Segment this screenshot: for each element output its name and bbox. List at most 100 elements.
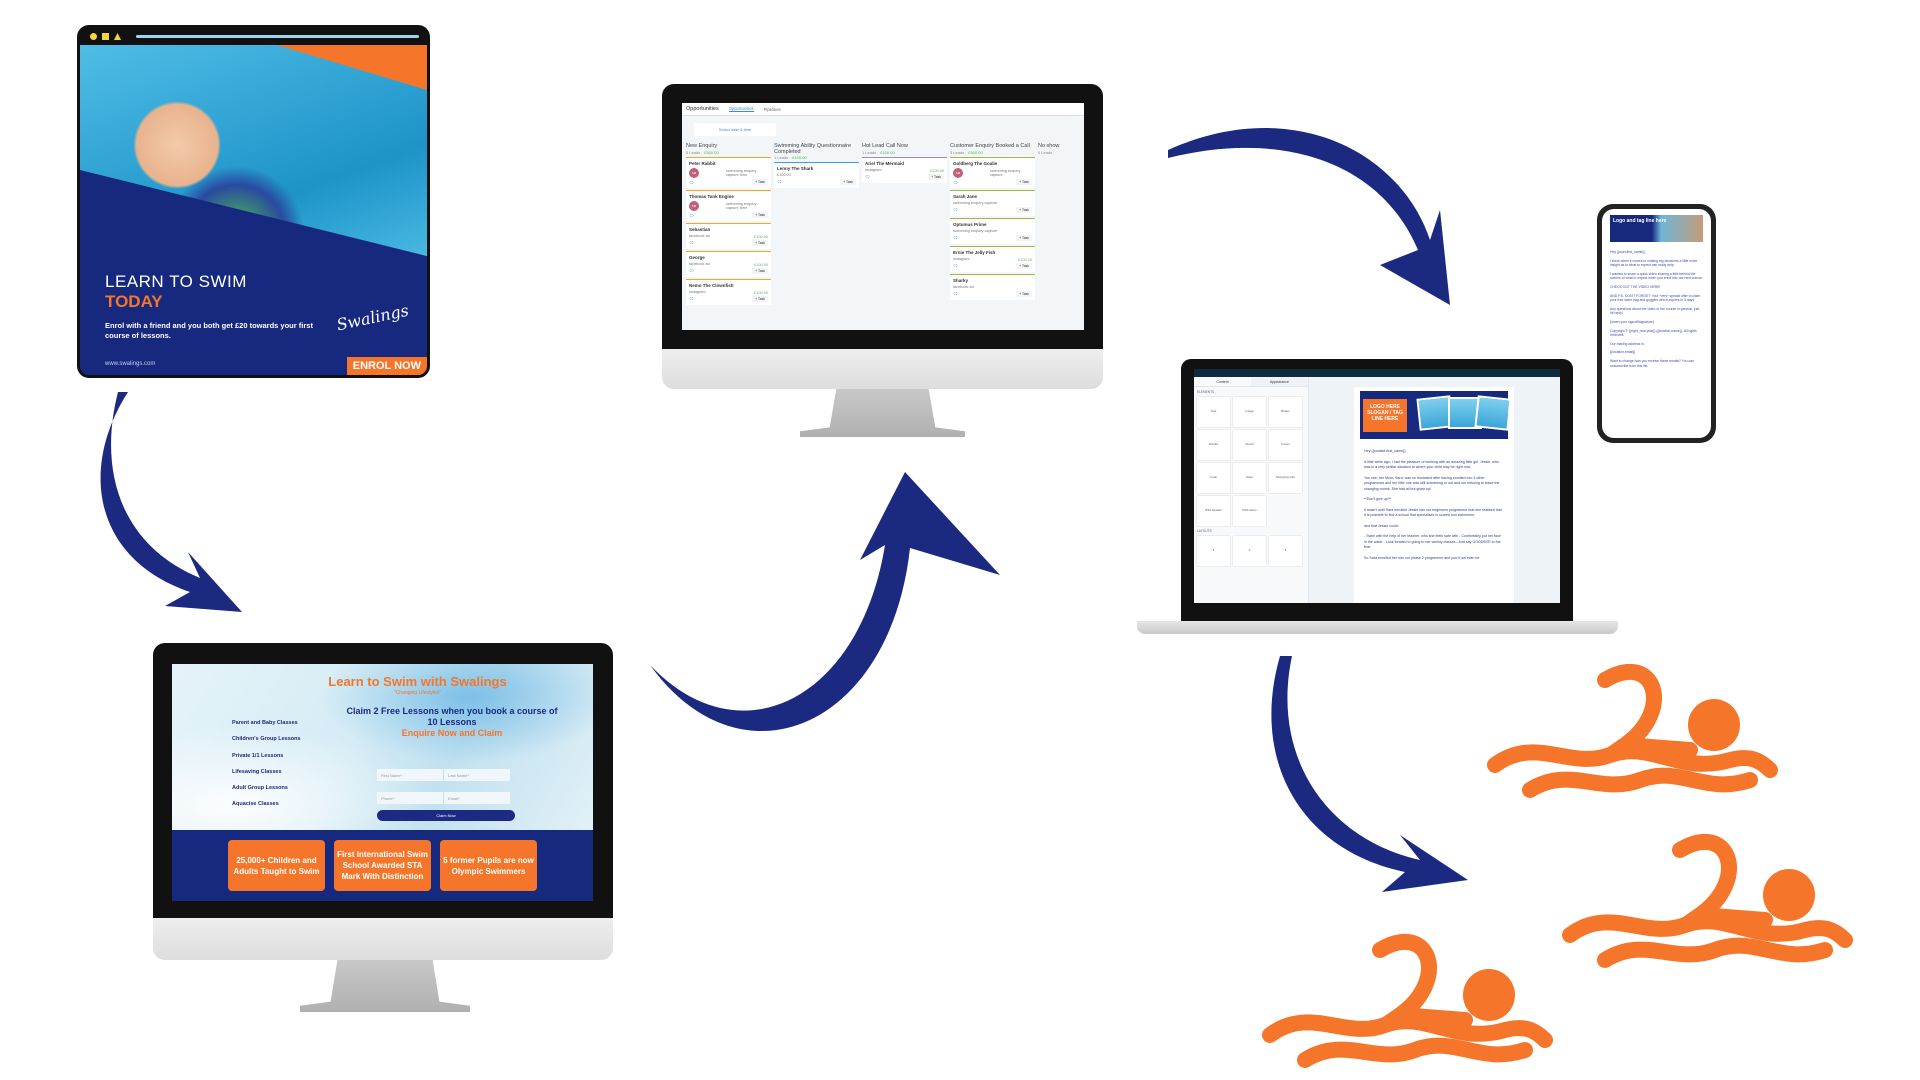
last-name-input[interactable]: Last Name*	[444, 769, 510, 781]
email-paragraph: I wanted to share a quick video sharing …	[1610, 271, 1703, 281]
lead-count: 1 Leads	[862, 150, 877, 155]
card-value: £100.00	[930, 169, 944, 173]
message-icon[interactable]: 🗨	[953, 207, 959, 212]
element-tile[interactable]: Divider	[1197, 430, 1230, 460]
contact-name: Thomas Tank Engine	[689, 194, 734, 199]
enrol-now-button[interactable]: ENROL NOW	[346, 357, 427, 375]
column-meta: 1 Leads£100.00	[774, 155, 859, 160]
message-icon[interactable]: 🗨	[953, 180, 959, 185]
add-task-button[interactable]: + Task	[752, 296, 768, 302]
lead-source: £100.00	[777, 173, 791, 177]
claim-now-button[interactable]: Claim Now	[377, 810, 515, 821]
add-task-button[interactable]: + Task	[1016, 179, 1032, 185]
layout-tile[interactable]: 2	[1233, 536, 1266, 566]
element-tile[interactable]: RSS Header	[1197, 496, 1230, 526]
swimmer-icon	[1562, 833, 1853, 968]
phone-input[interactable]: Phone*	[377, 792, 443, 804]
add-task-button[interactable]: + Task	[1016, 207, 1032, 213]
email-paragraph: Want to change how you receive these ema…	[1610, 358, 1694, 368]
email-paragraph: - Swim with the help of her teacher, who…	[1364, 534, 1501, 549]
column-title: Swimming Ability Questionnaire Completed	[774, 143, 852, 155]
add-task-button[interactable]: + Task	[1016, 235, 1032, 241]
message-icon[interactable]: 🗨	[689, 268, 695, 273]
add-task-button[interactable]: + Task	[752, 240, 768, 246]
layout-tile[interactable]: 1	[1197, 536, 1230, 566]
element-tile[interactable]: Social	[1233, 430, 1266, 460]
message-icon[interactable]: 🗨	[689, 296, 695, 301]
email-paragraph: Copyright © {{right_now.year}} {{locatio…	[1610, 328, 1697, 338]
column-value: £500.00	[704, 150, 719, 155]
tab-appearance[interactable]: Appearance	[1251, 377, 1308, 386]
tab-pipelines[interactable]: Pipelines	[763, 106, 781, 112]
lead-source: instagram	[953, 257, 970, 261]
email-paragraph: So Sara enrolled her into our phase 2 pr…	[1364, 555, 1480, 560]
message-icon[interactable]: 🗨	[689, 240, 695, 245]
message-icon[interactable]: 🗨	[953, 263, 959, 268]
class-list-item: Aquacise Classes	[232, 801, 279, 808]
tab-opportunities[interactable]: Opportunities	[728, 106, 754, 112]
lead-source: facebook ad	[689, 234, 710, 238]
email-paragraph: Hey {{user.first_name}},	[1610, 250, 1646, 254]
ad-highlight: TODAY	[105, 292, 163, 311]
message-icon[interactable]: 🗨	[865, 174, 871, 179]
element-tile[interactable]: Video	[1233, 463, 1266, 493]
add-task-button[interactable]: + Task	[1016, 291, 1032, 297]
first-name-input[interactable]: First Name*	[377, 769, 443, 781]
stats-band: 25,000+ Children and Adults Taught to Sw…	[172, 830, 593, 901]
column-meta: 0 Leads	[1038, 150, 1084, 155]
element-tile[interactable]: Image	[1233, 397, 1266, 427]
message-icon[interactable]: 🗨	[953, 291, 959, 296]
opportunity-card[interactable]: Lenny The Shark£100.00🗨+ Task	[774, 162, 859, 188]
message-icon[interactable]: 🗨	[777, 179, 783, 184]
email-paragraph: Hey {{contact.first_name}}	[1364, 449, 1406, 453]
element-tile[interactable]: RSS Items	[1233, 496, 1266, 526]
lead-count: 1 Leads	[774, 155, 789, 160]
element-tile[interactable]: Button	[1269, 397, 1302, 427]
email-paragraph: and that Jessie could:	[1364, 523, 1399, 528]
add-task-button[interactable]: + Task	[752, 268, 768, 274]
add-task-button[interactable]: + Task	[928, 174, 944, 180]
date-picker[interactable]: Select date & time	[694, 123, 776, 136]
tab-content[interactable]: Content	[1216, 380, 1229, 384]
add-task-button[interactable]: + Task	[752, 212, 768, 218]
message-icon[interactable]: 🗨	[689, 180, 695, 185]
contact-name: Goldberg The Goalie	[953, 161, 998, 166]
landing-page: Learn to Swim with Swalings "Changing Li…	[172, 664, 593, 901]
lead-form: First Name*Last Name* Phone*Email* Claim…	[377, 764, 517, 821]
column-title: No show	[1038, 143, 1060, 149]
element-tile[interactable]: Footer	[1269, 430, 1302, 460]
element-tile[interactable]: Text	[1197, 397, 1230, 427]
email-input[interactable]: Email*	[444, 792, 510, 804]
contact-name: Peter Rabbit	[689, 161, 716, 166]
email-paragraph: AND P.S. DON'T FORGET: Your *very* speci…	[1610, 293, 1701, 303]
email-paragraph: You see, her Mum, Sara, was so frustrate…	[1364, 475, 1500, 491]
element-tile[interactable]: Code	[1197, 463, 1230, 493]
add-task-button[interactable]: + Task	[752, 179, 768, 185]
layout-tile[interactable]: 3	[1269, 536, 1302, 566]
ad-body: Enrol with a friend and you both get £20…	[105, 321, 313, 340]
add-task-button[interactable]: + Task	[840, 179, 856, 185]
message-icon[interactable]: 🗨	[953, 235, 959, 240]
class-list-item: Lifesaving Classes	[232, 768, 282, 775]
window-bar	[80, 28, 427, 45]
email-banner: Logo and tag line here	[1610, 215, 1703, 242]
lead-source: swimming enquiry capture	[953, 201, 998, 205]
mobile-phone: Logo and tag line here Hey {{user.first_…	[1597, 204, 1716, 443]
message-icon[interactable]: 🗨	[689, 213, 695, 218]
element-tile[interactable]: Shopping Cart	[1269, 463, 1302, 493]
add-task-button[interactable]: + Task	[1016, 263, 1032, 269]
